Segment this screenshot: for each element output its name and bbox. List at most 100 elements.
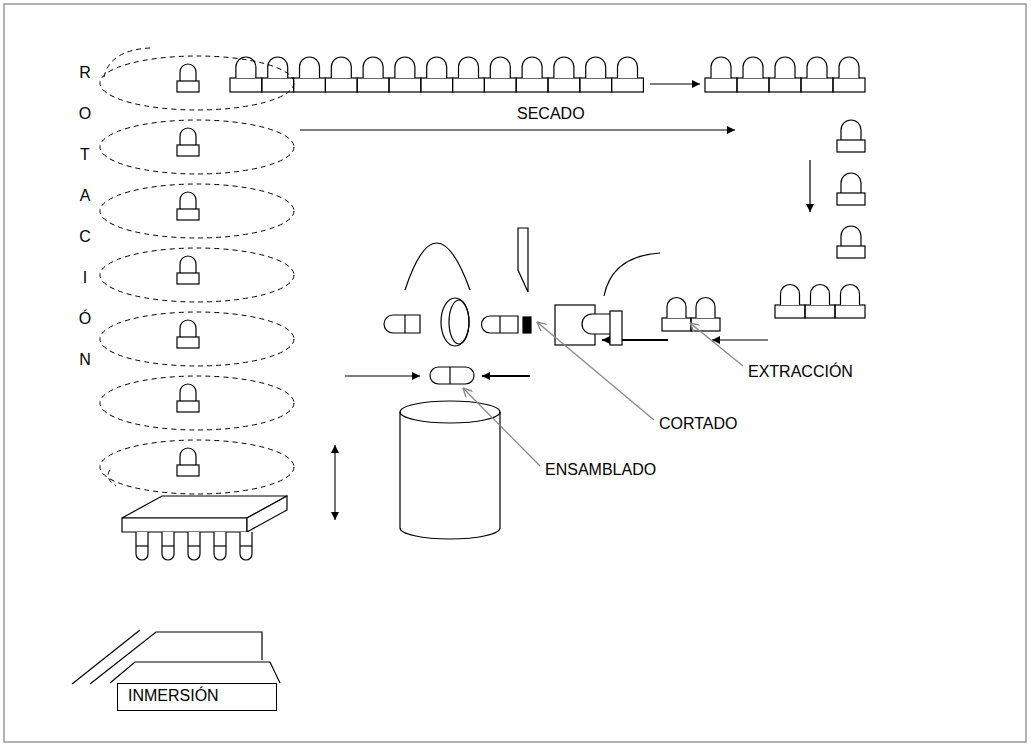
rotation-path [100, 440, 294, 494]
capsule [300, 57, 320, 78]
tray-segment [769, 78, 801, 92]
capsule [177, 448, 199, 476]
tray-segment [835, 305, 865, 318]
assembled-capsule-line [449, 367, 450, 384]
cut-waste [523, 317, 531, 333]
tray-segment [325, 78, 357, 92]
capsule [363, 57, 383, 78]
tray-segment [705, 78, 737, 92]
tray-segment [801, 78, 833, 92]
container-top [400, 401, 500, 423]
tray-segment [389, 78, 421, 92]
capsule [811, 285, 830, 306]
rotation-path [100, 120, 294, 174]
capsule-half-line [404, 315, 405, 333]
tray-segment [421, 78, 453, 92]
motion-arc [604, 253, 660, 296]
capsule [711, 57, 731, 78]
tray-segment [580, 78, 612, 92]
rotation-path [104, 48, 150, 77]
tray-segment [357, 78, 389, 92]
dipping-pin [188, 532, 200, 560]
capsule [618, 57, 638, 78]
tray-segment [230, 78, 262, 92]
tray-segment [453, 78, 485, 92]
extracted-capsule [582, 314, 610, 334]
rotation-path [100, 312, 294, 366]
stage-label: EXTRACCIÓN [748, 362, 853, 382]
assembly-disk [441, 298, 469, 346]
capsule [459, 57, 479, 78]
rotation-path [100, 376, 294, 430]
tray-segment [737, 78, 769, 92]
dipping-pin [240, 532, 252, 560]
capsule [807, 57, 827, 78]
tray-segment [775, 305, 805, 318]
capsule [177, 320, 199, 348]
dipping-bar [247, 496, 287, 532]
rotation-path [108, 470, 116, 486]
rotation-path [100, 56, 294, 110]
dipping-pin-line [240, 545, 252, 546]
dipping-bar [122, 518, 247, 532]
cutting-blade [518, 228, 528, 292]
dipping-pin-line [136, 545, 148, 546]
flow-arrow [300, 129, 735, 130]
container-body [400, 412, 500, 539]
capsule [177, 192, 199, 220]
tray-segment [484, 78, 516, 92]
capsule [837, 120, 865, 152]
capsule [554, 57, 574, 78]
trough [110, 662, 280, 683]
rotation-path [100, 248, 294, 302]
stage-label: SECADO [517, 104, 585, 124]
trough [90, 632, 262, 684]
flow-arrow [482, 375, 530, 377]
leader-line [537, 322, 654, 420]
capsule [177, 384, 199, 412]
flow-arrow [712, 339, 768, 340]
tray-segment [833, 78, 865, 92]
capsule [667, 298, 686, 319]
trough [72, 630, 140, 684]
tray-segment [548, 78, 580, 92]
dipping-pin [214, 532, 226, 560]
box-label: INMERSIÓN [128, 686, 219, 706]
capsule [837, 226, 865, 258]
capsule-half [384, 315, 420, 333]
assembly-disk-face [449, 300, 469, 344]
dipping-pin-line [214, 545, 226, 546]
leader-line [690, 323, 743, 366]
flow-arrow [809, 160, 810, 212]
tray-segment [805, 305, 835, 318]
dipping-pin [162, 532, 174, 560]
tray-segment [262, 78, 294, 92]
leader-line [463, 388, 540, 466]
capsule [743, 57, 763, 78]
capsule [331, 57, 351, 78]
frame [4, 4, 1026, 742]
capsule [775, 57, 795, 78]
dipping-pin [136, 532, 148, 560]
capsule [177, 128, 199, 156]
capsule [427, 57, 447, 78]
capsule [395, 57, 415, 78]
flow-arrow [334, 445, 335, 520]
tray-segment [662, 318, 691, 331]
flow-arrow [650, 83, 700, 84]
stage-label: CORTADO [659, 414, 738, 434]
capsule [841, 285, 860, 306]
tray-segment [294, 78, 326, 92]
capsule [177, 256, 199, 284]
rotation-path [100, 184, 294, 238]
capsule-half [482, 316, 519, 333]
stage-label: ENSAMBLADO [545, 460, 656, 480]
dipping-pin-line [162, 545, 174, 546]
tray-segment [612, 78, 644, 92]
stage-label: ROTACIÓN [78, 52, 92, 380]
capsule [781, 285, 800, 306]
capsule [586, 57, 606, 78]
capsule-half-line [499, 316, 500, 333]
